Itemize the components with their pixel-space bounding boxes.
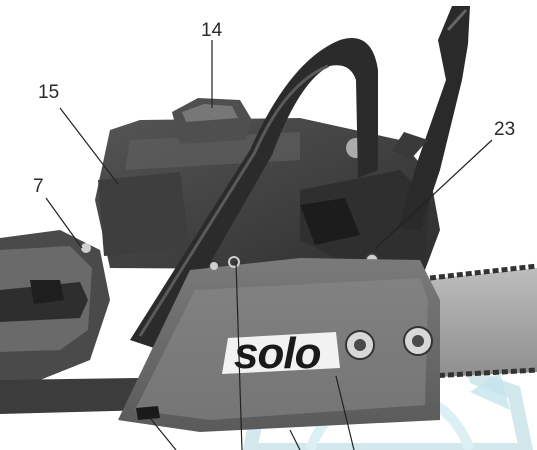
leader-lines	[45, 40, 493, 450]
callout-23: 23	[494, 119, 515, 140]
leader-bottom-3	[289, 429, 301, 450]
callout-15: 15	[38, 82, 59, 103]
leader-15	[59, 107, 119, 185]
leader-23	[375, 139, 493, 249]
sprocket-cover	[81, 243, 440, 432]
rear-handle	[0, 230, 150, 414]
brand-logo: solo	[234, 329, 321, 378]
leader-7	[45, 197, 83, 249]
chain-brake-lever	[392, 6, 470, 230]
leader-bottom-4	[335, 375, 355, 450]
side-mechanism	[300, 138, 430, 267]
leader-bottom-1	[149, 417, 177, 450]
leader-bottom-2	[235, 261, 243, 450]
callout-7: 7	[33, 176, 44, 197]
callout-14: 14	[201, 20, 223, 41]
guide-bar	[420, 263, 537, 379]
